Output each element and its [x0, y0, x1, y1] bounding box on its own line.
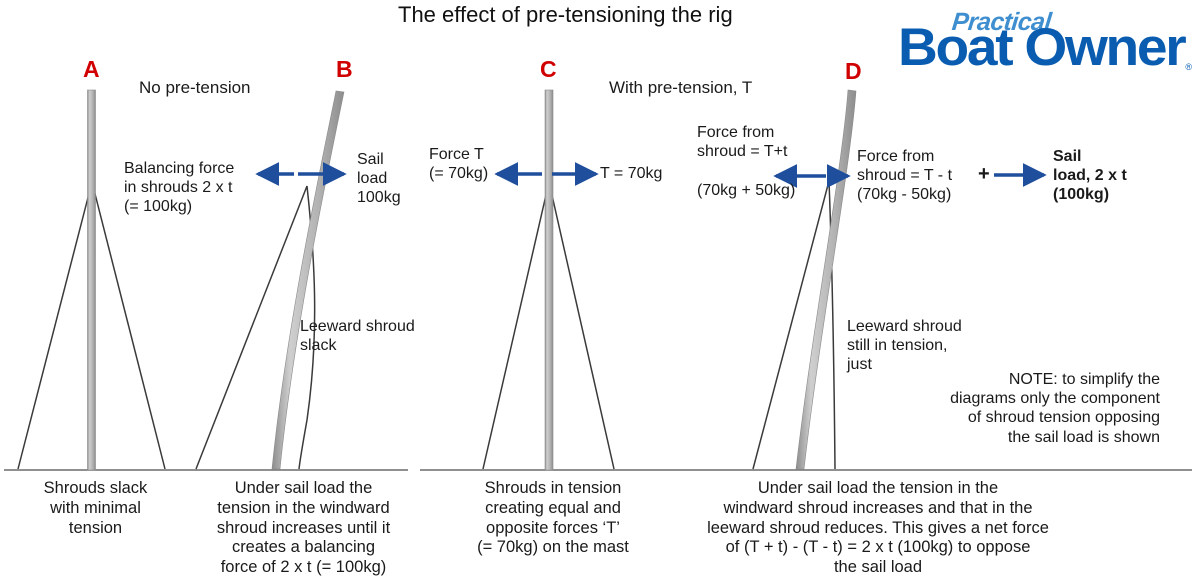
rig-a: [17, 89, 166, 471]
rig-a-mast: [87, 89, 96, 471]
annotation-sail-load-b: Sail load 100kg: [357, 151, 401, 206]
caption-b: Under sail load the tension in the windw…: [216, 479, 391, 577]
mast-label-c: C: [540, 56, 557, 82]
annotation-force-windward-d: Force from shroud = T+t: [697, 124, 788, 160]
heading-with-pretension: With pre-tension, T: [609, 78, 753, 97]
annotation-leeward-slack-b: Leeward shroud slack: [300, 318, 415, 354]
annotation-force-t-right: T = 70kg: [600, 165, 663, 182]
annotation-force-windward-value-d: (70kg + 50kg): [697, 182, 796, 199]
annotation-leeward-tension-d: Leeward shroud still in tension, just: [847, 318, 962, 373]
annotation-sail-load-d: Sail load, 2 x t (100kg): [1053, 148, 1127, 203]
practical-boat-owner-logo: Practical Boat Owner ®: [898, 6, 1194, 78]
caption-d: Under sail load the tension in the windw…: [707, 479, 1049, 577]
rig-c: [482, 89, 615, 471]
annotation-force-leeward-d: Force from shroud = T - t (70kg - 50kg): [857, 148, 953, 203]
rig-c-shroud-port: [482, 181, 550, 470]
force-arrows: [255, 162, 1047, 188]
rig-b-shroud-windward: [195, 185, 308, 470]
logo-word-boat-owner: Boat Owner: [898, 18, 1187, 77]
plus-sign-icon: +: [978, 163, 990, 185]
annotation-force-t-left: Force T (= 70kg): [429, 146, 489, 182]
rig-c-mast: [544, 89, 554, 471]
rig-b: [195, 90, 345, 470]
heading-no-pretension: No pre-tension: [139, 78, 251, 97]
mast-label-a: A: [83, 56, 100, 82]
rig-a-shroud-port: [17, 181, 93, 470]
annotation-balancing-force: Balancing force in shrouds 2 x t (= 100k…: [124, 160, 235, 215]
rig-d-shroud-leeward: [828, 180, 836, 470]
rig-c-shroud-stbd: [548, 181, 615, 470]
rig-a-shroud-stbd: [91, 181, 166, 470]
page-title: The effect of pre-tensioning the rig: [398, 2, 733, 27]
mast-label-d: D: [845, 58, 862, 84]
caption-c: Shrouds in tension creating equal and op…: [477, 479, 629, 557]
caption-a: Shrouds slack with minimal tension: [43, 479, 148, 537]
rig-d-shroud-windward: [752, 180, 830, 470]
registered-mark-icon: ®: [1185, 62, 1192, 72]
mast-label-b: B: [336, 56, 353, 82]
note-block: NOTE: to simplify the diagrams only the …: [950, 371, 1160, 446]
